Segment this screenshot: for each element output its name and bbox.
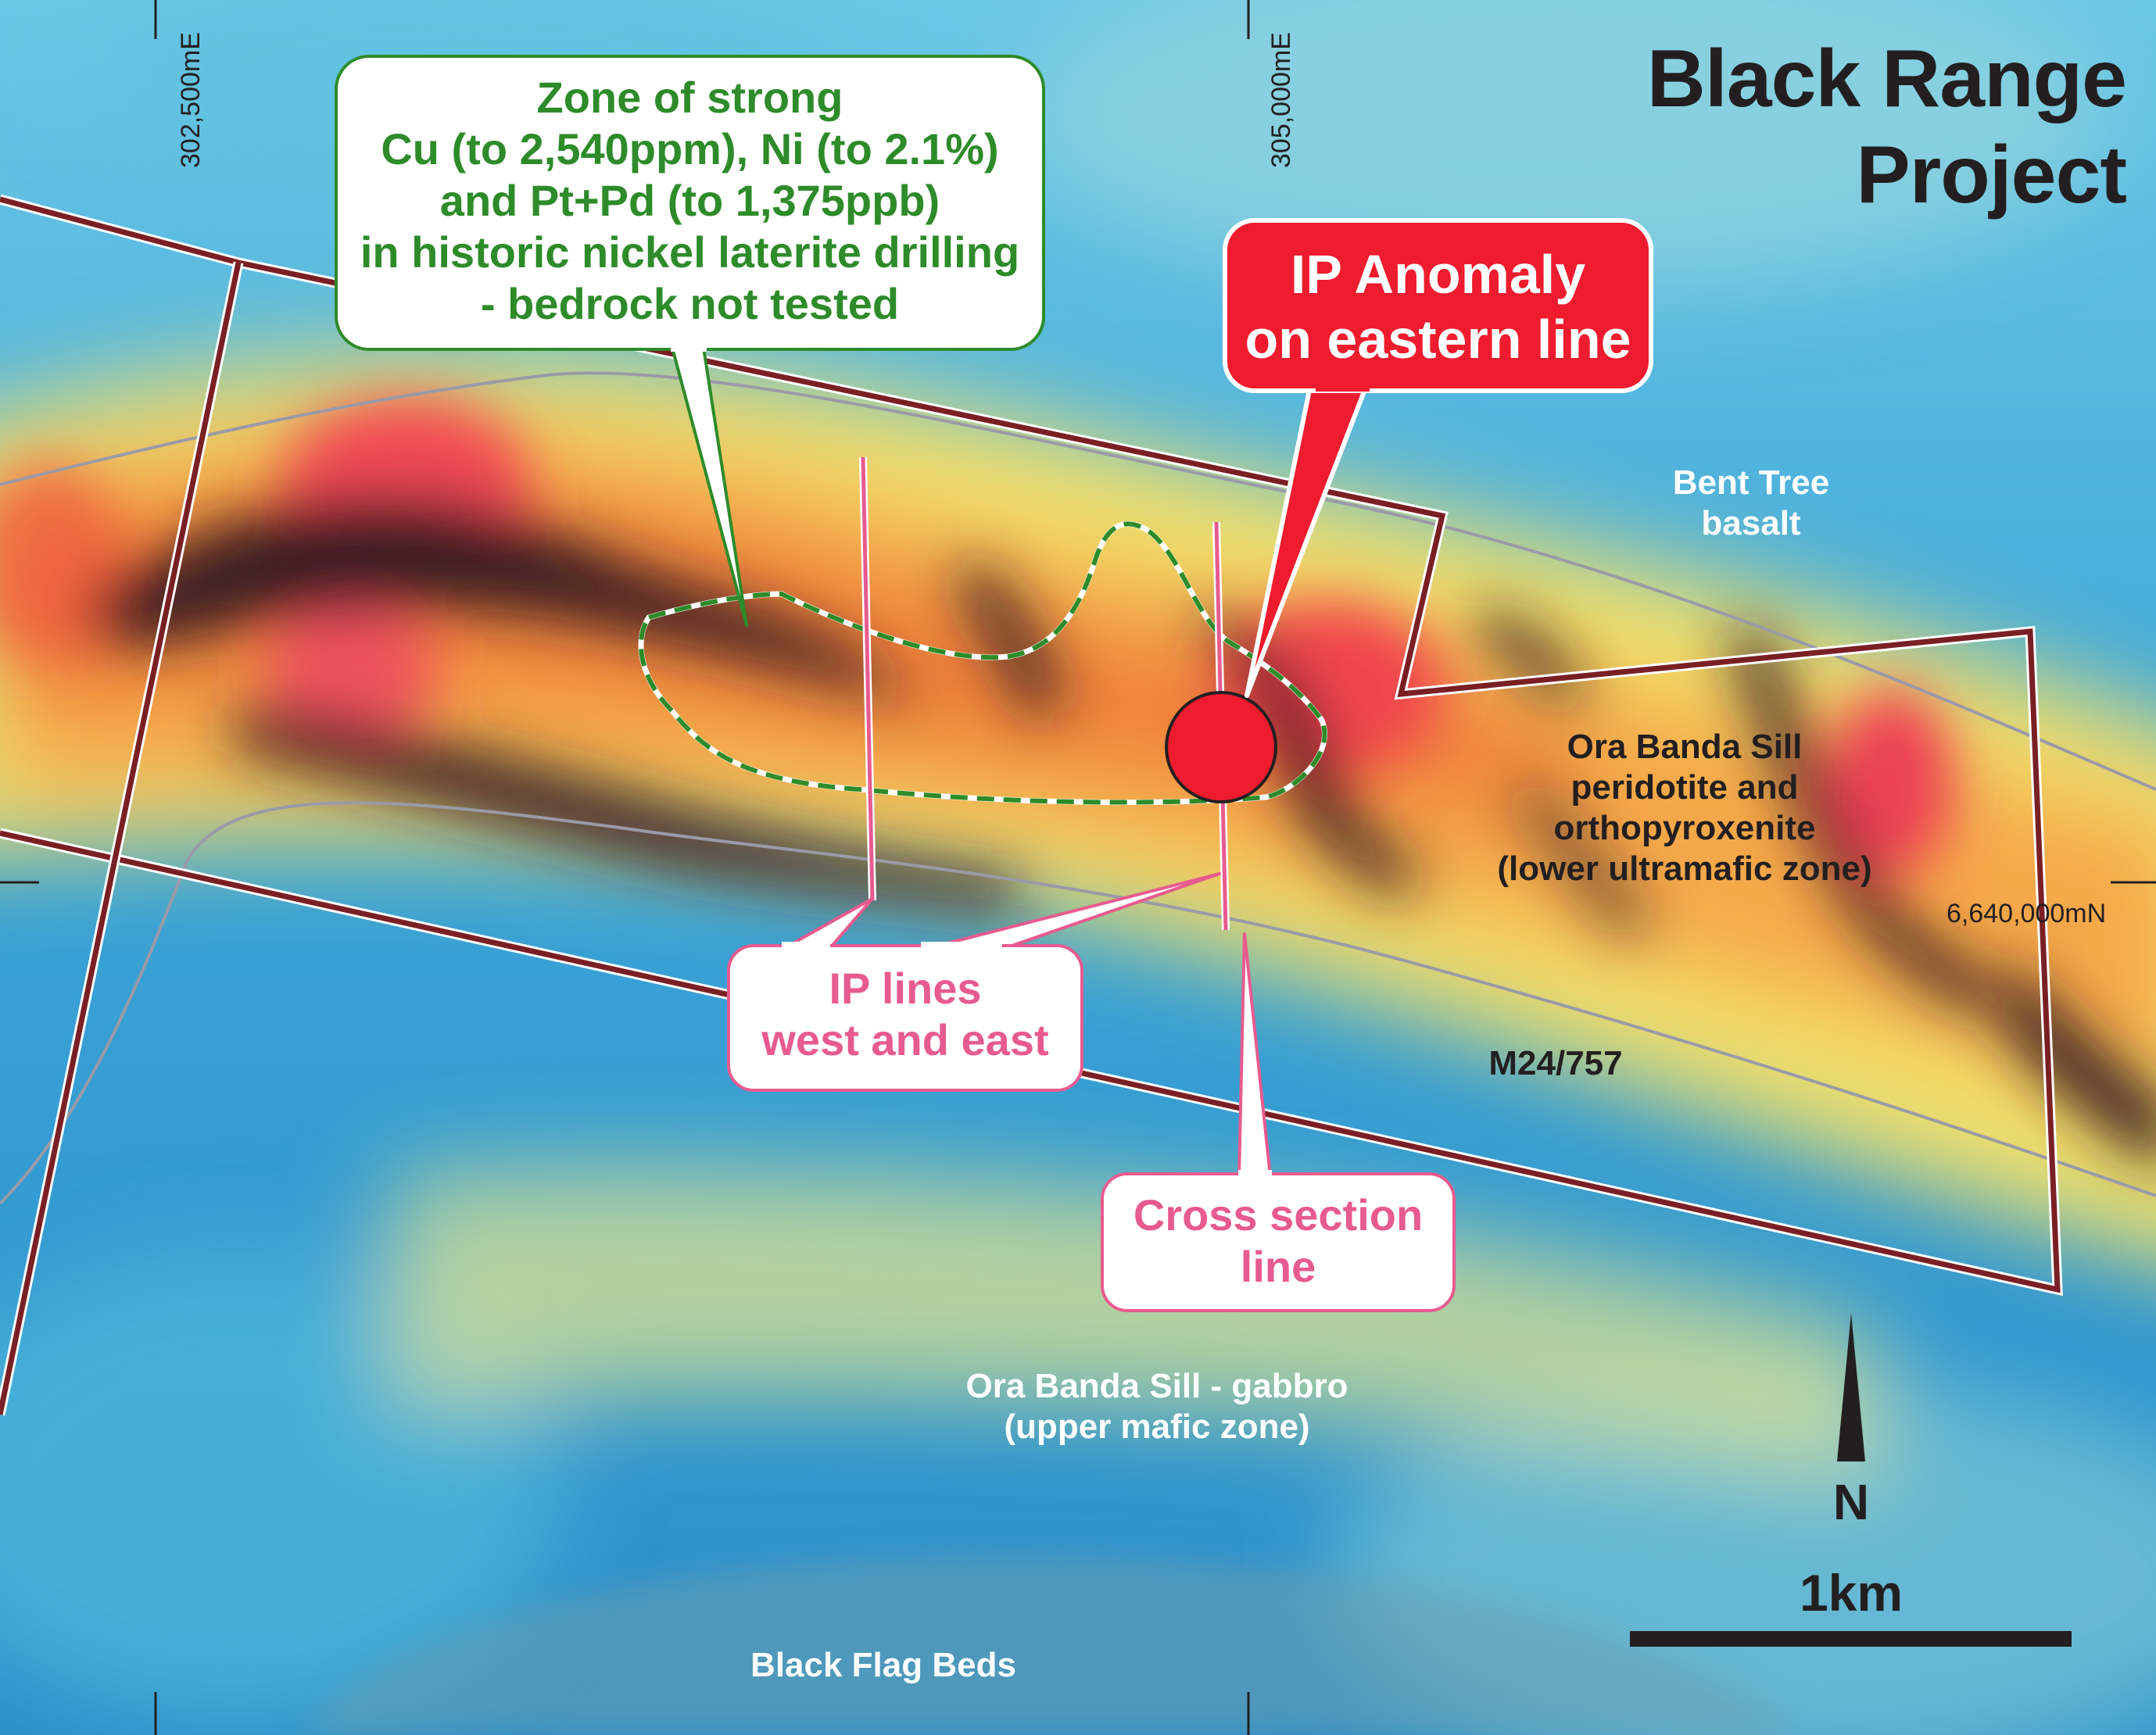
north-label: N [1832,1474,1870,1530]
grid-label-302500e: 302,500mE [176,32,206,168]
bent-tree-line2: basalt [1701,503,1801,542]
gabbro-line2: (upper mafic zone) [1004,1407,1310,1446]
ultramafic-line2: peridotite and [1570,767,1799,807]
cross-section-line2: line [1240,1242,1316,1292]
ip-lines-callout-text: IP lines west and east [729,963,1082,1066]
zone-callout-line5: - bedrock not tested [480,279,900,329]
bent-tree-label: Bent Tree basalt [1595,463,1907,544]
ip-anomaly-line1: IP Anomaly [1290,244,1586,305]
bent-tree-line1: Bent Tree [1672,463,1830,502]
cross-section-callout-box [1101,932,1456,1312]
ip-anomaly-line2: on eastern line [1245,308,1631,370]
cross-section-callout-text: Cross section line [1102,1189,1454,1293]
ora-banda-ultramafic-label: Ora Banda Sill peridotite and orthopyrox… [1431,727,1939,889]
tenement-label: M24/757 [1488,1044,1623,1082]
ultramafic-line1: Ora Banda Sill [1567,728,1803,766]
ip-anomaly-callout-text: IP Anomaly on eastern line [1225,242,1651,371]
ip-lines-line1: IP lines [829,964,982,1013]
ip-anomaly-callout-box [1223,218,1653,698]
ip-lines-line2: west and east [761,1015,1049,1065]
zone-callout-text: Zone of strong Cu (to 2,540ppm), Ni (to … [336,72,1044,330]
ultramafic-line4: (lower ultramafic zone) [1497,849,1872,888]
zone-callout-box [335,55,1045,627]
ultramafic-line3: orthopyroxenite [1553,808,1816,847]
grid-label-6640000n: 6,640,000mN [1946,899,2107,928]
zone-callout-line3: and Pt+Pd (to 1,375ppb) [439,176,940,226]
zone-callout-line4: in historic nickel laterite drilling [360,227,1020,277]
scale-bar-label: 1km [1799,1564,1904,1622]
zone-callout-line1: Zone of strong [536,73,843,122]
ip-lines-callout-box [727,872,1221,1092]
gabbro-line1: Ora Banda Sill - gabbro [965,1367,1348,1405]
cross-section-line1: Cross section [1133,1190,1424,1240]
grid-label-305000e: 305,000mE [1266,32,1296,168]
map-title: Black Range Project [1646,34,2127,220]
black-flag-beds-label: Black Flag Beds [750,1646,1016,1684]
ora-banda-gabbro-label: Ora Banda Sill - gabbro (upper mafic zon… [883,1366,1431,1447]
scale-bar [1630,1631,2072,1647]
north-arrow-icon [1837,1313,1865,1461]
ip-anomaly-marker [1165,691,1277,803]
zone-callout-line2: Cu (to 2,540ppm), Ni (to 2.1%) [381,124,999,174]
